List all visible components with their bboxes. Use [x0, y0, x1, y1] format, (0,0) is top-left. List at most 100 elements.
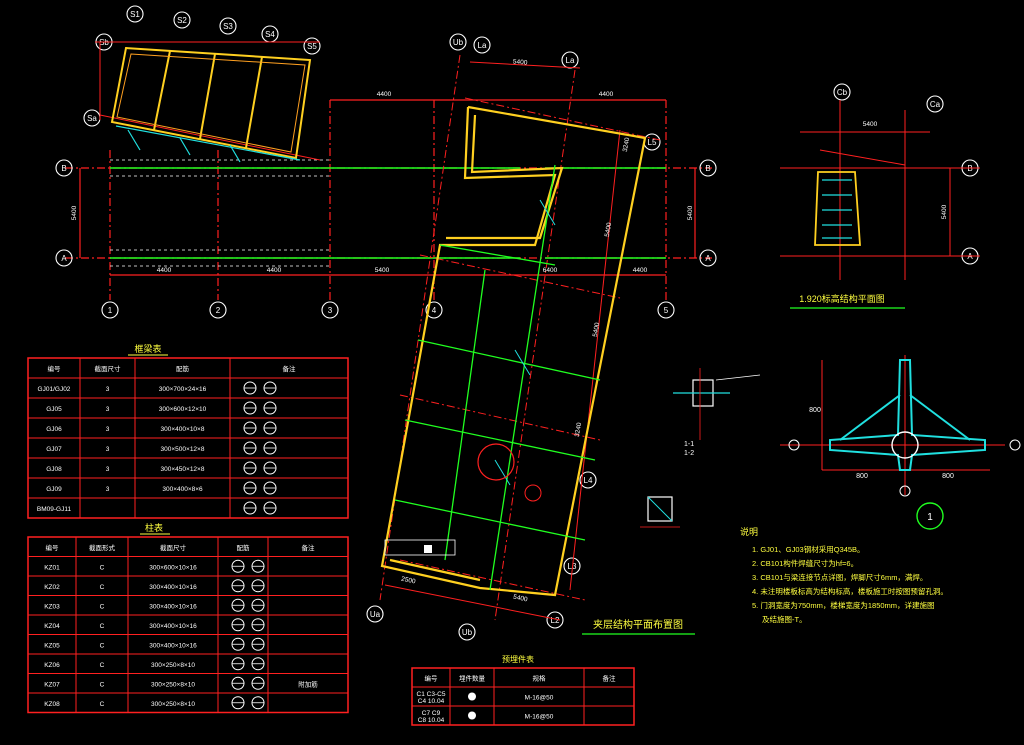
table-cell: M-16@50	[525, 695, 554, 702]
table-header-cell: 编号	[48, 364, 62, 373]
dim-diag-right: 5400	[604, 222, 613, 238]
table-border	[27, 536, 349, 714]
joint-dim-left: 800	[856, 473, 868, 480]
table-cell: KZ07	[44, 681, 60, 688]
table-cell: 3	[106, 446, 110, 453]
axis-bubble-left: A	[55, 249, 73, 267]
table-cell: BM09-GJ11	[37, 506, 72, 513]
axis-bubble-left: B	[55, 159, 73, 177]
axis-bubble-top-left: S2	[173, 11, 191, 29]
dim-diag-bottom: 2500	[401, 576, 417, 586]
table-cell: C	[100, 642, 105, 649]
table-cell: C	[100, 564, 105, 571]
table-header-cell: 规格	[533, 674, 547, 683]
table-cell: 3	[106, 406, 110, 413]
dim-top: 4400	[599, 91, 614, 98]
axis-label: Ua	[370, 610, 381, 619]
dim-left: 5400	[71, 205, 78, 220]
diagonal-main-plan	[379, 54, 661, 621]
table-cell: C	[100, 584, 105, 591]
section-label-2: 1-2	[684, 450, 694, 457]
axis-label: B	[61, 164, 66, 173]
table-cell: 300×250×8×10	[151, 701, 195, 708]
axis-bubble-diag-top: Ub	[449, 33, 467, 51]
table-cell: 300×500×12×8	[161, 446, 205, 453]
table-cell: KZ01	[44, 564, 60, 571]
table-cell: 3	[106, 486, 110, 493]
axis-bubble-bottom: 4	[425, 301, 443, 319]
table-header-cell: 编号	[425, 674, 439, 683]
axis-bubble-top-left: S3	[219, 17, 237, 35]
dim-bottom: 4400	[267, 267, 282, 274]
axis-bubble-top-left: S4	[261, 25, 279, 43]
axis-label: S3	[223, 22, 233, 31]
axis-bubble-detail-top: Ca	[926, 95, 944, 113]
notes-block: 说明 1. GJ01、GJ03钢材采用Q345B。 2. CB101构件焊缝尺寸…	[740, 526, 948, 624]
axis-label: 4	[432, 306, 437, 315]
joint-dim-height: 800	[809, 407, 821, 414]
table-cell: 300×250×8×10	[151, 662, 195, 669]
table-cell: GJ08	[46, 466, 62, 473]
axis-bubble-right: A	[699, 249, 717, 267]
table-cell: 300×700×24×16	[159, 386, 207, 393]
dim-bottom: 5400	[375, 267, 390, 274]
table-header-cell: 配筋	[237, 543, 251, 552]
axis-label: S5	[307, 42, 317, 51]
axis-label: Ub	[453, 38, 464, 47]
table-cell: KZ05	[44, 642, 60, 649]
table-cell: C4 10.04	[418, 698, 445, 705]
table-cell: KZ03	[44, 603, 60, 610]
detail-plan-1920	[780, 100, 980, 309]
dim-diag-bottom: 5400	[513, 594, 529, 604]
table-cell: M-16@50	[525, 714, 554, 721]
notes-title: 说明	[740, 526, 758, 537]
table-cell: KZ02	[44, 584, 60, 591]
note-4: 4. 未注明楼板标高为结构标高，楼板施工时按图预留孔洞。	[752, 586, 948, 596]
dim-diag-right: 3240	[574, 422, 583, 438]
axis-label: S1	[130, 10, 140, 19]
rect-grid-walls	[110, 159, 330, 267]
axis-bubble-diag-top: La	[561, 51, 579, 69]
axis-bubble-bottom: 1	[101, 301, 119, 319]
axis-label: 5	[664, 306, 669, 315]
table-header-cell: 截面形式	[89, 543, 116, 552]
table-cell: 300×400×10×16	[149, 584, 197, 591]
axis-label: La	[566, 56, 575, 65]
dim-detail-right: 5400	[941, 204, 948, 219]
table-header-cell: 编号	[46, 543, 60, 552]
table-cell: C	[100, 681, 105, 688]
axis-bubble-bottom: 2	[209, 301, 227, 319]
axis-bubble-diag-right: L5	[643, 133, 661, 151]
table-cell: C1 C3-C5	[417, 691, 446, 698]
main-plan-title: 夹层结构平面布置图	[593, 618, 683, 631]
axis-bubble-bottom: 3	[321, 301, 339, 319]
table-cell: 300×400×8×6	[162, 486, 203, 493]
table-cell: C	[100, 662, 105, 669]
table-cell: C7 C9	[422, 710, 441, 717]
dim-diag-right: 5400	[592, 322, 601, 338]
axis-label: Ub	[462, 628, 473, 637]
axis-bubble-right: B	[699, 159, 717, 177]
table-cell: 3	[106, 386, 110, 393]
table-cell: 300×400×10×8	[161, 426, 205, 433]
axis-label: A	[61, 254, 67, 263]
table-cell: GJ07	[46, 446, 62, 453]
table-cell: GJ09	[46, 486, 62, 493]
axis-label: La	[478, 41, 487, 50]
table-cell: GJ05	[46, 406, 62, 413]
table-cell: KZ08	[44, 701, 60, 708]
axis-label: Cb	[837, 88, 848, 97]
dim-bottom: 4400	[157, 267, 172, 274]
table-cell: 300×600×10×16	[149, 564, 197, 571]
dim-bottom: 4400	[633, 267, 648, 274]
table-cell: C	[100, 701, 105, 708]
note-3: 3. CB101与梁连接节点详图，焊脚尺寸6mm，满焊。	[752, 572, 927, 582]
axis-label: S2	[177, 16, 187, 25]
axis-label: Ca	[930, 100, 941, 109]
axis-bubble-top-left: S5	[303, 37, 321, 55]
